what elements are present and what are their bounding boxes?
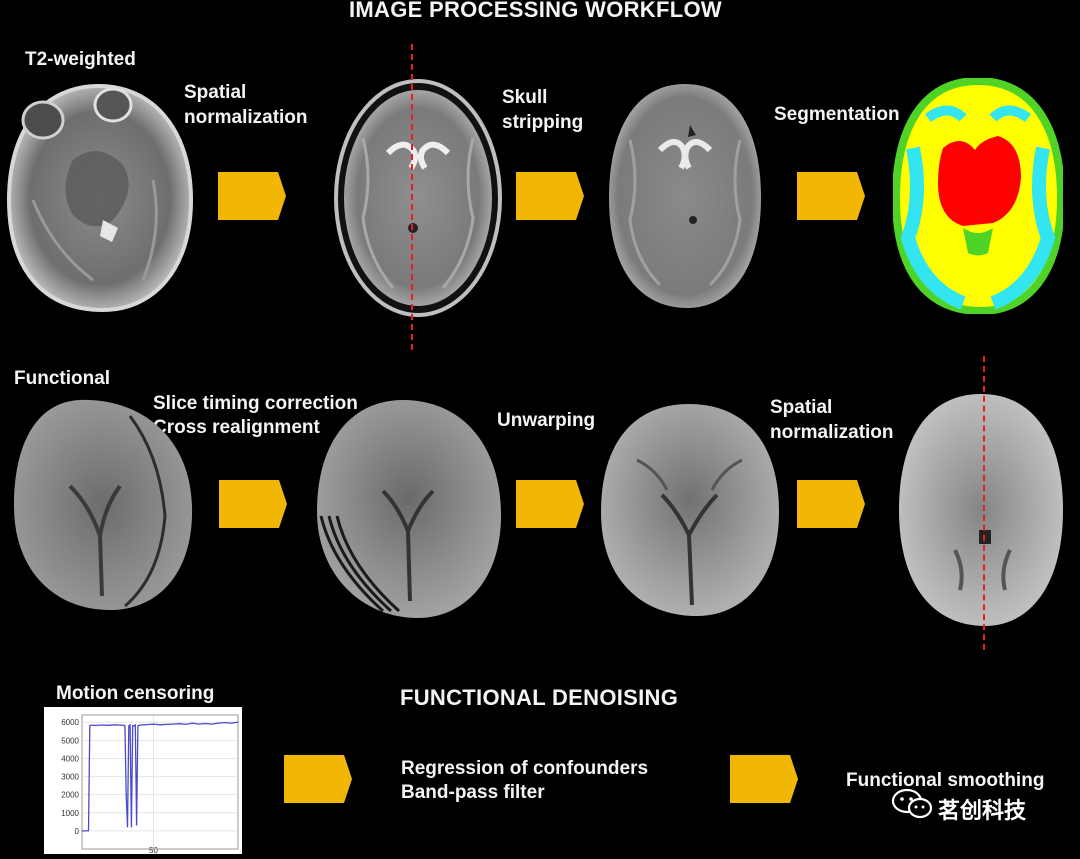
functional-unwarped-brain-image bbox=[601, 404, 779, 616]
arrow-right-icon bbox=[797, 480, 865, 528]
row3-step1-line2: Band-pass filter bbox=[401, 782, 545, 803]
segmentation-brain-image bbox=[893, 78, 1063, 314]
wechat-logo-icon bbox=[891, 788, 933, 819]
arrow-right-icon bbox=[516, 172, 584, 220]
functional-raw-brain-image bbox=[14, 399, 193, 610]
row1-step3-line1: Segmentation bbox=[774, 104, 900, 125]
plot-series-line bbox=[82, 721, 239, 832]
motion-plot-svg: 0 1000 2000 3000 4000 5000 6000 50 bbox=[61, 714, 239, 855]
page-title: IMAGE PROCESSING WORKFLOW bbox=[349, 0, 722, 22]
row1-step2-line1: Skull bbox=[502, 87, 548, 108]
motion-censoring-plot: 0 1000 2000 3000 4000 5000 6000 50 bbox=[44, 707, 242, 855]
plot-y-tick-label: 0 bbox=[75, 827, 80, 836]
row3-step2: Functional smoothing bbox=[846, 770, 1045, 791]
midline-guide-t2 bbox=[411, 44, 413, 350]
row2-label: Functional bbox=[14, 368, 111, 389]
row1-label: T2-weighted bbox=[25, 49, 136, 70]
row1-step1-line2: normalization bbox=[184, 107, 308, 128]
row3-step1-line1: Regression of confounders bbox=[401, 758, 649, 779]
row2-step1-line1: Slice timing correction bbox=[153, 393, 358, 414]
plot-y-tick-label: 4000 bbox=[61, 754, 79, 763]
skull-stripped-brain-image bbox=[609, 84, 761, 308]
row2-step3-line2: normalization bbox=[770, 422, 894, 443]
motion-label: Motion censoring bbox=[56, 683, 215, 704]
plot-frame bbox=[81, 714, 239, 850]
row1-step1-line1: Spatial bbox=[184, 82, 247, 103]
plot-y-tick-label: 6000 bbox=[61, 718, 79, 727]
arrow-right-icon bbox=[284, 755, 352, 803]
arrow-right-icon bbox=[219, 480, 287, 528]
plot-y-tick-label: 2000 bbox=[61, 791, 79, 800]
arrow-right-icon bbox=[516, 480, 584, 528]
arrow-right-icon bbox=[218, 172, 286, 220]
plot-x-tick-label: 50 bbox=[149, 846, 158, 854]
row1-step2-line2: stripping bbox=[502, 112, 584, 133]
midline-guide-functional bbox=[983, 356, 985, 650]
plot-y-tick-label: 5000 bbox=[61, 736, 79, 745]
arrow-right-icon bbox=[730, 755, 798, 803]
plot-y-tick-label: 3000 bbox=[61, 773, 79, 782]
plot-y-tick-label: 1000 bbox=[61, 809, 79, 818]
denoising-title: FUNCTIONAL DENOISING bbox=[400, 685, 679, 710]
watermark-text: 茗创科技 bbox=[938, 798, 1027, 823]
t2-normalized-brain-image bbox=[334, 79, 502, 317]
row2-step1-line2: Cross realignment bbox=[153, 417, 320, 438]
row2-step2-line1: Unwarping bbox=[497, 410, 596, 431]
row2-step3-line1: Spatial bbox=[770, 397, 833, 418]
functional-realigned-brain-image bbox=[317, 400, 501, 618]
t2-raw-brain-image bbox=[6, 83, 194, 313]
arrow-right-icon bbox=[797, 172, 865, 220]
functional-normalized-brain-image bbox=[899, 394, 1063, 626]
